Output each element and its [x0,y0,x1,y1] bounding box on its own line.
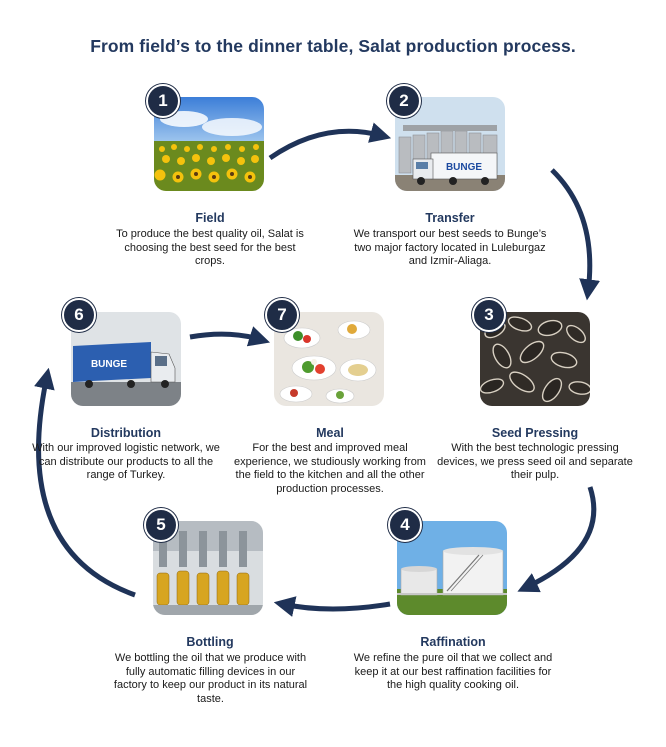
step-2-description: We transport our best seeds to Bunge’s t… [353,228,547,268]
step-7-badge: 7 [265,298,299,332]
step-1-badge: 1 [146,84,180,118]
meal-photo [274,312,384,406]
step-3-badge: 3 [472,298,506,332]
diagram-title: From field’s to the dinner table, Salat … [90,36,576,56]
arrow-6-to-7 [189,326,271,347]
step-1-description: To produce the best quality oil, Salat i… [116,228,304,268]
step-3-description: With the best technologic pressing devic… [437,442,633,482]
arrow-3-to-4 [517,486,597,593]
step-5-description: We bottling the oil that we produce with… [113,652,308,705]
distribution-photo: BUNGE [71,312,181,406]
step-7-title: Meal [316,426,344,440]
step-2-badge: 2 [387,84,421,118]
arrow-5-to-6 [34,367,136,598]
step-2-title: Transfer [425,211,475,225]
distribution-truck-logo: BUNGE [91,359,127,370]
arrow-2-to-3 [550,168,601,301]
step-3-title: Seed Pressing [491,426,579,440]
step-7-description: For the best and improved meal experienc… [234,442,426,495]
step-4-description: We refine the pure oil that we collect a… [353,652,553,692]
step-6-badge: 6 [62,298,96,332]
step-4-title: Raffination [420,635,486,649]
step-6-title: Distribution [90,426,162,440]
step-6-description: With our improved logistic network, we c… [32,442,220,482]
step-5-badge: 5 [144,508,178,542]
arrow-1-to-2 [268,122,392,161]
step-1-title: Field [195,211,225,225]
step-4-badge: 4 [388,508,422,542]
step-5-title: Bottling [186,635,234,649]
transfer-truck-logo: BUNGE [446,162,482,173]
arrow-4-to-5 [273,596,391,617]
